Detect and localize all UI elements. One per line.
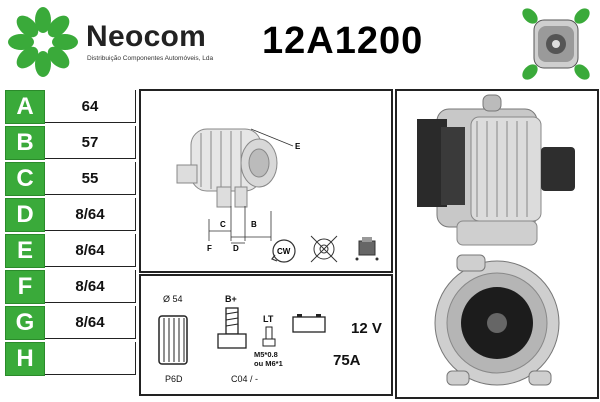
table-row: E 8/64 bbox=[5, 234, 136, 268]
clockwise-rotation-icon: CW bbox=[271, 239, 296, 263]
diagram-label-f: F bbox=[207, 244, 212, 253]
table-row: H bbox=[5, 342, 136, 376]
rotation-label: CW bbox=[277, 247, 291, 256]
alternator-rear-view-photo bbox=[434, 254, 560, 386]
alternator-side-view-photo bbox=[417, 94, 575, 246]
row-value: 55 bbox=[45, 162, 136, 195]
dimension-diagram-panel: E C B F D CW bbox=[139, 89, 393, 273]
pulley-icon bbox=[158, 315, 188, 365]
table-row: G 8/64 bbox=[5, 306, 136, 340]
row-letter: F bbox=[5, 270, 45, 304]
battery-icon bbox=[292, 314, 326, 333]
row-letter: D bbox=[5, 198, 45, 232]
diagram-label-b: B bbox=[251, 220, 257, 229]
diagram-label-d: D bbox=[233, 244, 239, 253]
current-value: 75A bbox=[333, 352, 361, 369]
b-terminal-bolt-icon bbox=[217, 307, 247, 349]
pulley-diameter: Ø 54 bbox=[163, 294, 183, 304]
row-value: 8/64 bbox=[45, 198, 136, 231]
row-letter: E bbox=[5, 234, 45, 268]
row-value: 8/64 bbox=[45, 306, 136, 339]
row-letter: H bbox=[5, 342, 45, 376]
table-row: A 64 bbox=[5, 90, 136, 124]
alternator-outline-drawing: E C B F D CW bbox=[176, 128, 379, 263]
connector-plug-icon bbox=[355, 237, 379, 261]
row-letter: C bbox=[5, 162, 45, 196]
terminal-b: B+ bbox=[225, 294, 237, 304]
thread-info: M5*0.8 ou M6*1 bbox=[254, 350, 283, 368]
terminal-lt: LT bbox=[263, 314, 274, 324]
pulley-type: P6D bbox=[165, 374, 183, 384]
part-number: 12A1200 bbox=[262, 20, 424, 62]
brand-name: Neocom bbox=[86, 20, 207, 53]
row-value: 57 bbox=[45, 126, 136, 159]
row-value bbox=[45, 342, 136, 375]
table-row: F 8/64 bbox=[5, 270, 136, 304]
product-photos bbox=[417, 94, 575, 386]
diagram-label-c: C bbox=[220, 220, 226, 229]
row-value: 8/64 bbox=[45, 234, 136, 267]
row-letter: G bbox=[5, 306, 45, 340]
electrical-spec-panel: Ø 54 P6D B+ C04 / - LT M5*0.8 ou M6*1 12… bbox=[139, 274, 393, 396]
product-photo-panel bbox=[395, 89, 599, 399]
table-row: B 57 bbox=[5, 126, 136, 160]
header: Neocom Distribuição Componentes Automóve… bbox=[0, 0, 600, 86]
row-value: 8/64 bbox=[45, 270, 136, 303]
diagram-label-e: E bbox=[295, 142, 301, 151]
row-letter: B bbox=[5, 126, 45, 160]
alternator-product-icon bbox=[522, 8, 590, 80]
row-value: 64 bbox=[45, 90, 136, 123]
lt-terminal-icon bbox=[262, 326, 276, 347]
brand-tagline: Distribuição Componentes Automóveis, Lda bbox=[87, 55, 214, 62]
no-vacuum-pump-icon bbox=[310, 235, 338, 263]
row-letter: A bbox=[5, 90, 45, 124]
connector-code: C04 / - bbox=[231, 374, 259, 384]
table-row: C 55 bbox=[5, 162, 136, 196]
neocom-logo-icon bbox=[8, 7, 78, 77]
table-row: D 8/64 bbox=[5, 198, 136, 232]
voltage-value: 12 V bbox=[351, 320, 382, 337]
dimension-table: A 64 B 57 C 55 D 8/64 E 8/64 F 8/64 G 8/… bbox=[5, 90, 136, 395]
